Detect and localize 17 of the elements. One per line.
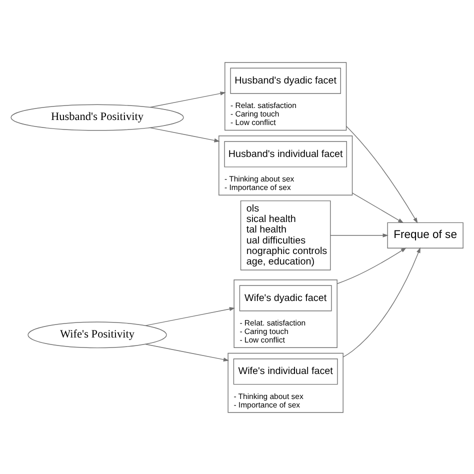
arrow — [342, 246, 420, 357]
arrow — [150, 126, 220, 142]
node-box: Freque of se — [387, 222, 464, 248]
arrow — [330, 232, 388, 237]
node-ellipse: Wife's Positivity — [28, 321, 167, 348]
node-ellipse: Husband's Positivity — [10, 104, 184, 130]
arrow — [145, 343, 230, 361]
node-box: Wife's dyadic facet — [239, 284, 332, 311]
node-box: Wife's individual facet — [233, 358, 338, 384]
arrow — [145, 306, 236, 326]
node-box: Husband's individual facet — [224, 140, 347, 167]
arrow — [346, 125, 418, 223]
arrow — [150, 91, 226, 108]
node-box: Husband's dyadic facet — [230, 67, 341, 94]
arrow — [352, 192, 404, 223]
node-box: ols sical health tal health ual difficulties nographic controls age, education) — [240, 200, 331, 270]
arrow — [336, 247, 406, 284]
